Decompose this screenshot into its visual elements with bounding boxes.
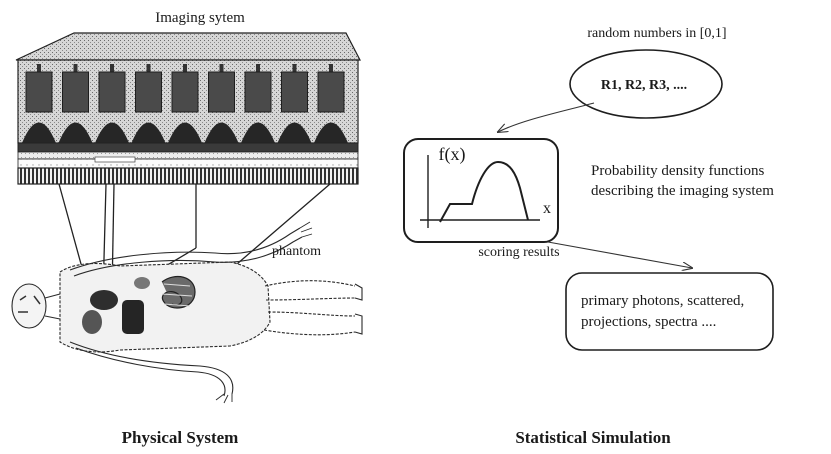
scoring-results-label: scoring results <box>478 245 559 260</box>
pmt-tube <box>58 64 93 143</box>
results-box <box>565 272 774 351</box>
kidney-organ <box>134 277 150 289</box>
random-numbers-label: random numbers in [0,1] <box>587 26 726 41</box>
phantom-label: phantom <box>272 244 321 259</box>
phantom-organs <box>18 275 196 334</box>
pmt-tube <box>314 64 348 143</box>
imaging-system-label: Imaging sytem <box>155 10 245 26</box>
photomultiplier-tubes <box>22 64 348 143</box>
fx-label: f(x) <box>439 144 466 165</box>
pmt-tube <box>204 64 239 143</box>
pmt-tube <box>95 64 129 143</box>
pdf-box <box>403 138 559 243</box>
imaging-system-detector <box>15 32 361 185</box>
physical-system-caption: Physical System <box>122 428 239 447</box>
pdf-description-line1: Probability density functions <box>591 163 764 179</box>
x-axis-label: x <box>543 200 551 217</box>
random-numbers-ellipse <box>569 49 723 119</box>
results-line1: primary photons, scattered, <box>581 293 744 309</box>
heart-organ <box>90 290 118 310</box>
pmt-tube <box>277 64 312 143</box>
pmt-tube <box>241 64 275 143</box>
phantom-body <box>11 221 363 404</box>
statistical-simulation-caption: Statistical Simulation <box>515 428 671 447</box>
results-line2: projections, spectra .... <box>581 314 716 330</box>
random-values: R1, R2, R3, .... <box>601 78 687 93</box>
pmt-tube <box>22 64 56 143</box>
pdf-plot <box>420 155 540 228</box>
pdf-description-line2: describing the imaging system <box>591 183 774 199</box>
arrow-random-to-pdf <box>498 102 595 132</box>
arrow-pdf-to-results <box>547 241 692 268</box>
intestine-organ <box>161 275 196 309</box>
pmt-tube <box>131 64 166 143</box>
pmt-tube <box>168 64 202 143</box>
lung-organ <box>82 310 102 334</box>
liver-organ <box>122 300 144 334</box>
